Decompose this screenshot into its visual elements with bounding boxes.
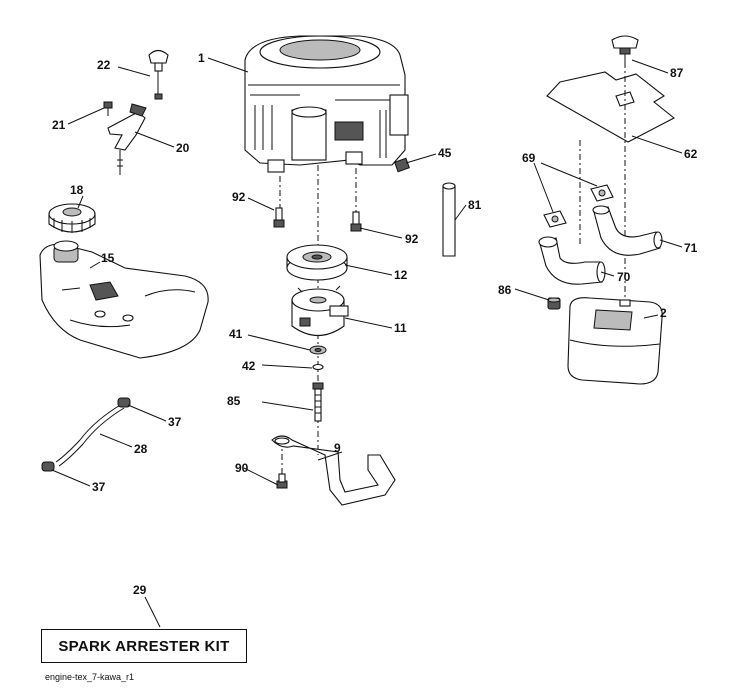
callout-92-left: 92 (232, 190, 246, 204)
callout-81: 81 (468, 198, 482, 212)
callout-41: 41 (229, 327, 243, 341)
leader-lines (51, 57, 683, 628)
callout-1: 1 (198, 51, 205, 65)
kit-label-text: SPARK ARRESTER KIT (58, 637, 230, 655)
dipstick-22[interactable] (148, 49, 169, 100)
callout-86: 86 (498, 283, 512, 297)
callout-28: 28 (134, 442, 148, 456)
callout-37-top: 37 (168, 415, 182, 429)
callout-12: 12 (394, 268, 408, 282)
muffler-2[interactable] (567, 297, 663, 385)
fuel-cap-18[interactable] (48, 203, 96, 233)
electric-clutch-11[interactable] (291, 285, 349, 337)
callout-15: 15 (101, 251, 115, 265)
washer-42[interactable] (312, 363, 324, 371)
washer-41[interactable] (309, 345, 327, 355)
knob-87[interactable] (611, 35, 639, 64)
bolt-92-right[interactable] (350, 211, 362, 232)
callout-85: 85 (227, 394, 241, 408)
hose-clamp-37-bottom[interactable] (41, 461, 55, 472)
gasket-69-top[interactable] (590, 184, 614, 202)
callout-2: 2 (660, 306, 667, 320)
diagram-code: engine-tex_7-kawa_r1 (45, 672, 135, 682)
gasket-69-mid[interactable] (543, 210, 567, 228)
tube-81[interactable] (442, 182, 456, 257)
callout-90: 90 (235, 461, 249, 475)
callout-21: 21 (52, 118, 66, 132)
callout-87: 87 (670, 66, 684, 80)
fuel-line-28[interactable] (55, 403, 125, 467)
engine-part[interactable] (244, 35, 409, 173)
bracket-9[interactable] (271, 435, 396, 506)
throttle-control-20[interactable] (107, 103, 147, 175)
callout-92-right: 92 (405, 232, 419, 246)
callout-70: 70 (617, 270, 631, 284)
bolt-90[interactable] (276, 473, 288, 489)
callout-11: 11 (394, 321, 407, 335)
spark-arrester-kit-label: SPARK ARRESTER KIT (41, 629, 247, 663)
screw-21[interactable] (103, 101, 113, 116)
callout-20: 20 (176, 141, 190, 155)
callout-45: 45 (438, 146, 452, 160)
callout-62: 62 (684, 147, 698, 161)
heat-shield-62[interactable] (546, 71, 676, 143)
callout-22: 22 (97, 58, 111, 72)
pulley-12[interactable] (286, 244, 348, 281)
callout-71: 71 (684, 241, 698, 255)
exhaust-pipe-70[interactable] (538, 236, 606, 285)
nut-86[interactable] (547, 297, 561, 310)
callout-37-bottom: 37 (92, 480, 106, 494)
hose-clamp-37-top[interactable] (117, 397, 131, 408)
bolt-45[interactable] (394, 153, 437, 173)
callout-18: 18 (70, 183, 84, 197)
callout-29: 29 (133, 583, 147, 597)
callout-69: 69 (522, 151, 536, 165)
bolt-85[interactable] (312, 382, 324, 422)
bolt-92-left[interactable] (273, 207, 285, 228)
callout-42: 42 (242, 359, 256, 373)
fuel-tank-15[interactable] (39, 240, 209, 359)
callout-9: 9 (334, 441, 341, 455)
exhaust-pipe-71[interactable] (592, 205, 663, 256)
